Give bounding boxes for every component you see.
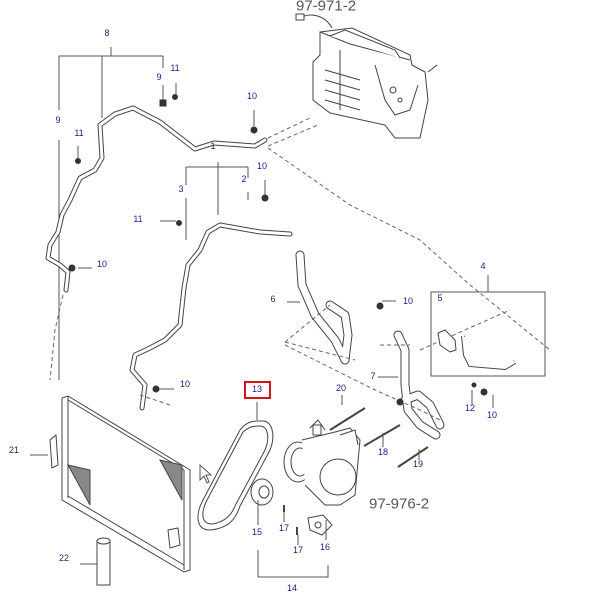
part-label-11[interactable]: 11 <box>133 214 143 224</box>
part-label-17[interactable]: 17 <box>292 545 304 555</box>
part-label-20[interactable]: 20 <box>335 383 347 393</box>
part-label-9[interactable]: 9 <box>55 115 61 125</box>
part-label-6[interactable]: 6 <box>270 294 276 304</box>
part-label-15[interactable]: 15 <box>251 527 263 537</box>
leader-bracket-8 <box>58 47 164 380</box>
receiver-drier <box>96 537 111 586</box>
leader-bracket-1 <box>185 162 249 240</box>
leader-lines <box>30 83 494 565</box>
part-label-19[interactable]: 19 <box>412 459 424 469</box>
part-label-10[interactable]: 10 <box>179 379 191 389</box>
leader-bracket-14 <box>257 550 329 578</box>
part-label-7[interactable]: 7 <box>370 371 376 381</box>
part-label-12[interactable]: 12 <box>464 403 476 413</box>
bracket-16 <box>283 505 333 536</box>
part-label-2[interactable]: 2 <box>241 174 247 184</box>
part-label-8[interactable]: 8 <box>104 28 110 38</box>
dashed-connections <box>49 117 551 421</box>
drive-belt <box>197 420 274 531</box>
part-label-10[interactable]: 10 <box>402 296 414 306</box>
part-label-1[interactable]: 1 <box>210 141 216 151</box>
mouse-cursor-icon <box>199 463 213 484</box>
compressor <box>283 419 361 506</box>
part-label-5[interactable]: 5 <box>437 293 443 303</box>
pulley <box>250 478 274 506</box>
part-label-3[interactable]: 3 <box>178 184 184 194</box>
part-label-9[interactable]: 9 <box>156 72 162 82</box>
part-label-18[interactable]: 18 <box>377 447 389 457</box>
part-label-10[interactable]: 10 <box>256 161 268 171</box>
clamp-assembly-5 <box>437 329 517 371</box>
part-label-11[interactable]: 11 <box>170 63 180 73</box>
highlight-box-part-13 <box>244 381 271 399</box>
part-label-10[interactable]: 10 <box>96 259 108 269</box>
part-label-11[interactable]: 11 <box>74 128 84 138</box>
reference-label-evaporator[interactable]: 97-971-2 <box>296 0 357 15</box>
part-label-10[interactable]: 10 <box>486 410 498 420</box>
part-label-22[interactable]: 22 <box>58 553 70 563</box>
part-4-box <box>430 275 546 377</box>
part-label-13[interactable]: 13 <box>251 384 263 394</box>
part-label-17[interactable]: 17 <box>278 523 290 533</box>
reference-label-compressor[interactable]: 97-976-2 <box>369 495 430 513</box>
part-label-16[interactable]: 16 <box>319 542 331 552</box>
part-label-10[interactable]: 10 <box>246 91 258 101</box>
evaporator-unit <box>295 13 438 139</box>
part-label-14[interactable]: 14 <box>286 583 298 593</box>
fasteners <box>68 94 488 406</box>
part-label-4[interactable]: 4 <box>480 261 486 271</box>
part-label-21[interactable]: 21 <box>8 445 20 455</box>
bolts <box>329 407 429 468</box>
condenser <box>49 395 191 573</box>
